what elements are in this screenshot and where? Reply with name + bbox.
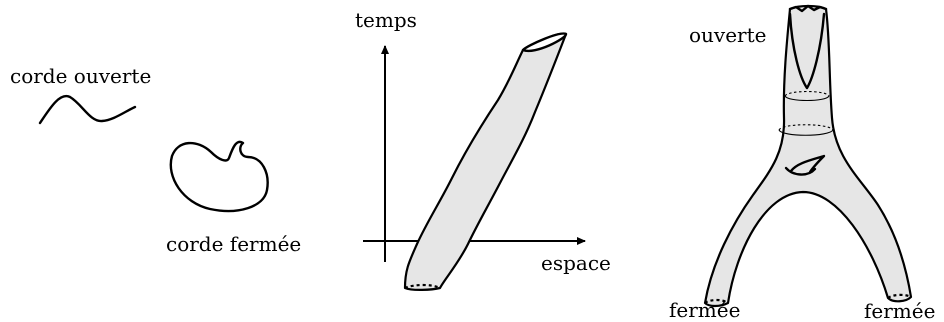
open-top-label: ouverte — [689, 23, 767, 47]
cross-section-lower-solid — [778, 129, 834, 136]
right-leg-rim-dashed — [887, 293, 912, 299]
open-string-top-edge — [788, 4, 828, 13]
worldsheet-bottom-rim-dashed — [404, 283, 441, 290]
time-axis-label: temps — [355, 8, 417, 32]
handle-hole-upper — [789, 154, 826, 174]
closed-string-label: corde fermée — [166, 232, 301, 256]
open-string-curve — [38, 94, 137, 125]
worldsheet-panel: temps espace — [355, 8, 611, 291]
pants-surface — [703, 4, 913, 308]
closed-left-label: fermée — [669, 298, 740, 322]
cross-section-upper-dashed — [784, 90, 830, 97]
closed-right-label: fermée — [864, 299, 935, 322]
closed-string-loop — [169, 140, 269, 213]
open-string-label: corde ouverte — [10, 64, 151, 88]
handle-hole — [784, 166, 817, 176]
strings-panel: corde ouverte corde fermée — [10, 64, 301, 256]
worldsheet-top-rim — [521, 32, 568, 53]
space-axis-label: espace — [541, 251, 611, 275]
left-leg-rim-dashed — [704, 298, 729, 304]
open-string-boundary — [788, 12, 826, 90]
cross-section-upper-solid — [784, 95, 830, 102]
interaction-panel: ouverte fermée fermée — [669, 4, 935, 322]
